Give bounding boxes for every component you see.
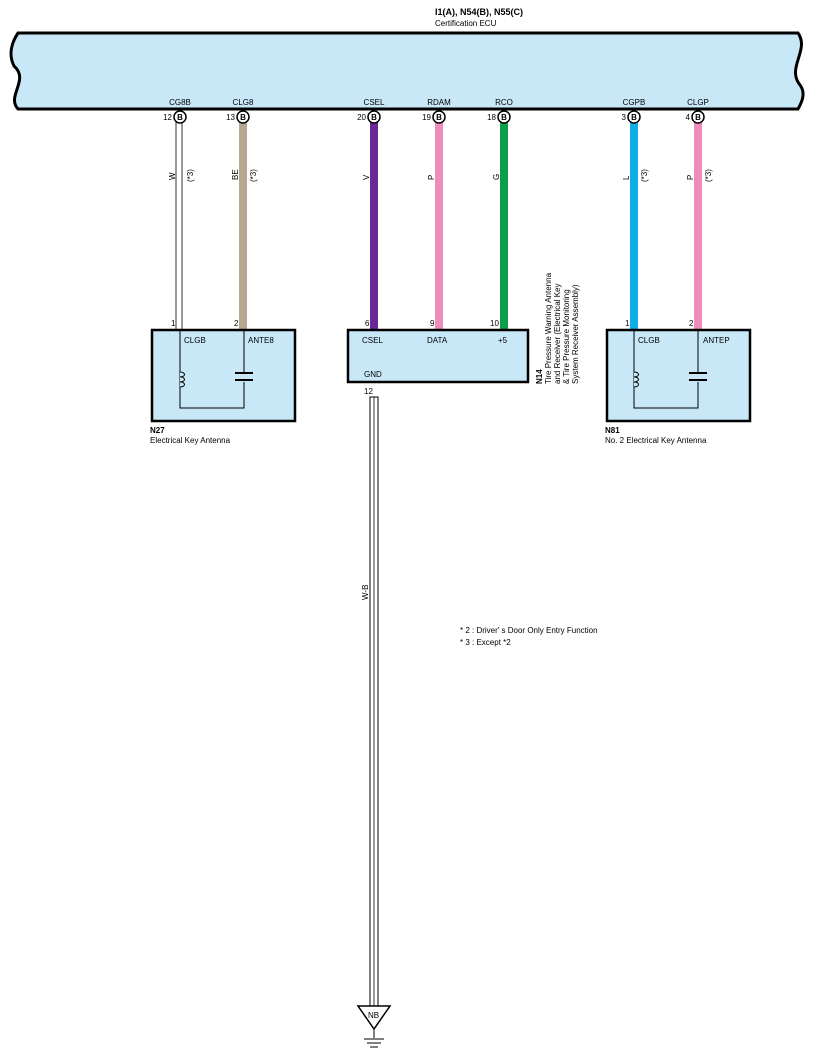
n14-name-line-4: System Receiver Assembly) xyxy=(571,284,580,384)
n14-name-line-3: & Tire Pressure Monitoring xyxy=(562,289,571,384)
wire-wb xyxy=(369,396,379,1008)
wire-wb-label: W-B xyxy=(361,585,370,600)
wire-color-code: V xyxy=(362,174,371,180)
wire-note: (*3) xyxy=(640,169,649,182)
wire-be xyxy=(239,122,247,330)
ecu-pin-number: 19 xyxy=(422,113,431,122)
ecu-pin-connector-letter: B xyxy=(177,113,183,122)
wire-color-code: P xyxy=(427,175,436,180)
ecu-pin-connector-letter: B xyxy=(371,113,377,122)
ecu-pin-label: CSEL xyxy=(364,98,385,107)
n14-connector: 6 9 10 CSEL DATA +5 GND xyxy=(346,319,530,384)
n81-terminal-clgb: CLGB xyxy=(638,336,660,345)
wire-p-rdam xyxy=(435,122,443,330)
note-3: * 3 : Except *2 xyxy=(460,638,511,647)
wire-color-code: G xyxy=(492,174,501,180)
n14-pin-6: 6 xyxy=(365,319,370,328)
ecu-pin-label: RDAM xyxy=(427,98,451,107)
ecu-pin-label: CG8B xyxy=(169,98,191,107)
note-2: * 2 : Driver' s Door Only Entry Function xyxy=(460,626,598,635)
n14-terminal-gnd: GND xyxy=(364,370,382,379)
ecu-pin-connector-letter: B xyxy=(631,113,637,122)
n14-label: N14 Tire Pressure Warning Antenna and Re… xyxy=(535,272,580,384)
ecu-pin-circle xyxy=(691,110,705,124)
wire-color-code: P xyxy=(686,175,695,180)
ecu-pin-label: CGPB xyxy=(623,98,646,107)
n27-connector: 1 2 CLGB ANTE8 xyxy=(150,319,297,423)
wire-p-clgp xyxy=(694,122,702,330)
n81-coil-icon xyxy=(633,371,639,388)
n81-terminal-antep: ANTEP xyxy=(703,336,730,345)
ecu-pin-circle xyxy=(497,110,511,124)
wire-l xyxy=(630,122,638,330)
ecu-pin-connector-letter: B xyxy=(695,113,701,122)
wire-w xyxy=(175,121,183,331)
ecu-pin-rdam: RDAM 19 B xyxy=(422,98,451,124)
n81-pin-2: 2 xyxy=(689,319,694,328)
ecu-pin-connector-letter: B xyxy=(501,113,507,122)
ecu-pin-circle xyxy=(236,110,250,124)
ecu-pin-label: CLGP xyxy=(687,98,709,107)
ecu-pin-number: 12 xyxy=(163,113,172,122)
ecu-pin-number: 4 xyxy=(686,113,691,122)
ecu-pin-connector-letter: B xyxy=(240,113,246,122)
n81-id: N81 xyxy=(605,426,620,435)
n27-terminal-clgb: CLGB xyxy=(184,336,206,345)
wire-color-code: BE xyxy=(231,169,240,180)
wire-note: (*3) xyxy=(186,169,195,182)
ground-label: NB xyxy=(368,1011,379,1020)
ecu-pin-connector-letter: B xyxy=(436,113,442,122)
ecu-pin-number: 20 xyxy=(357,113,366,122)
wire-color-code: L xyxy=(622,175,631,180)
n14-terminal-5v: +5 xyxy=(498,336,508,345)
n81-connector: 1 2 CLGB ANTEP xyxy=(605,319,752,423)
n27-capacitor-icon xyxy=(234,372,254,382)
n14-pin-9: 9 xyxy=(430,319,435,328)
n27-pin-1: 1 xyxy=(171,319,176,328)
ecu-pin-label: RCO xyxy=(495,98,513,107)
ecu-body xyxy=(9,31,805,111)
wire-v xyxy=(370,122,378,330)
ecu-pin-circle xyxy=(173,110,187,124)
ecu-pin-label: CLG8 xyxy=(233,98,254,107)
ecu-pin-number: 13 xyxy=(226,113,235,122)
n14-pin-10: 10 xyxy=(490,319,499,328)
ecu-pin-rco: RCO 18 B xyxy=(487,98,513,124)
ecu-pin-cg8b: CG8B 12 B xyxy=(163,98,191,124)
n81-name: No. 2 Electrical Key Antenna xyxy=(605,436,707,445)
n27-name: Electrical Key Antenna xyxy=(150,436,231,445)
n27-id: N27 xyxy=(150,426,165,435)
ecu-name: Certification ECU xyxy=(435,19,497,28)
n14-terminal-csel: CSEL xyxy=(362,336,383,345)
ground-nb-icon: NB xyxy=(356,1005,392,1048)
wire-color-code: W xyxy=(168,172,177,180)
n14-gnd-pin: 12 xyxy=(364,387,373,396)
wire-note: (*3) xyxy=(249,169,258,182)
ecu-pin-circle xyxy=(367,110,381,124)
n14-name-line-1: Tire Pressure Warning Antenna xyxy=(544,272,553,384)
ecu-pin-number: 18 xyxy=(487,113,496,122)
n27-terminal-ante8: ANTE8 xyxy=(248,336,274,345)
ecu-pin-number: 3 xyxy=(622,113,627,122)
ecu-pin-csel: CSEL 20 B xyxy=(357,98,385,124)
wire-note: (*3) xyxy=(704,169,713,182)
ecu-pin-clg8: CLG8 13 B xyxy=(226,98,254,124)
n27-pin-2: 2 xyxy=(234,319,239,328)
n81-capacitor-icon xyxy=(688,372,708,382)
ecu-pin-circle xyxy=(627,110,641,124)
wire-g xyxy=(500,122,508,330)
ecu-pin-circle xyxy=(432,110,446,124)
n14-id: N14 xyxy=(535,369,544,384)
n14-terminal-data: DATA xyxy=(427,336,448,345)
ecu-connector-ids: I1(A), N54(B), N55(C) xyxy=(435,7,523,17)
n81-pin-1: 1 xyxy=(625,319,630,328)
n14-name-line-2: and Receiver (Electrical Key xyxy=(553,284,562,384)
n27-coil-icon xyxy=(179,371,185,388)
